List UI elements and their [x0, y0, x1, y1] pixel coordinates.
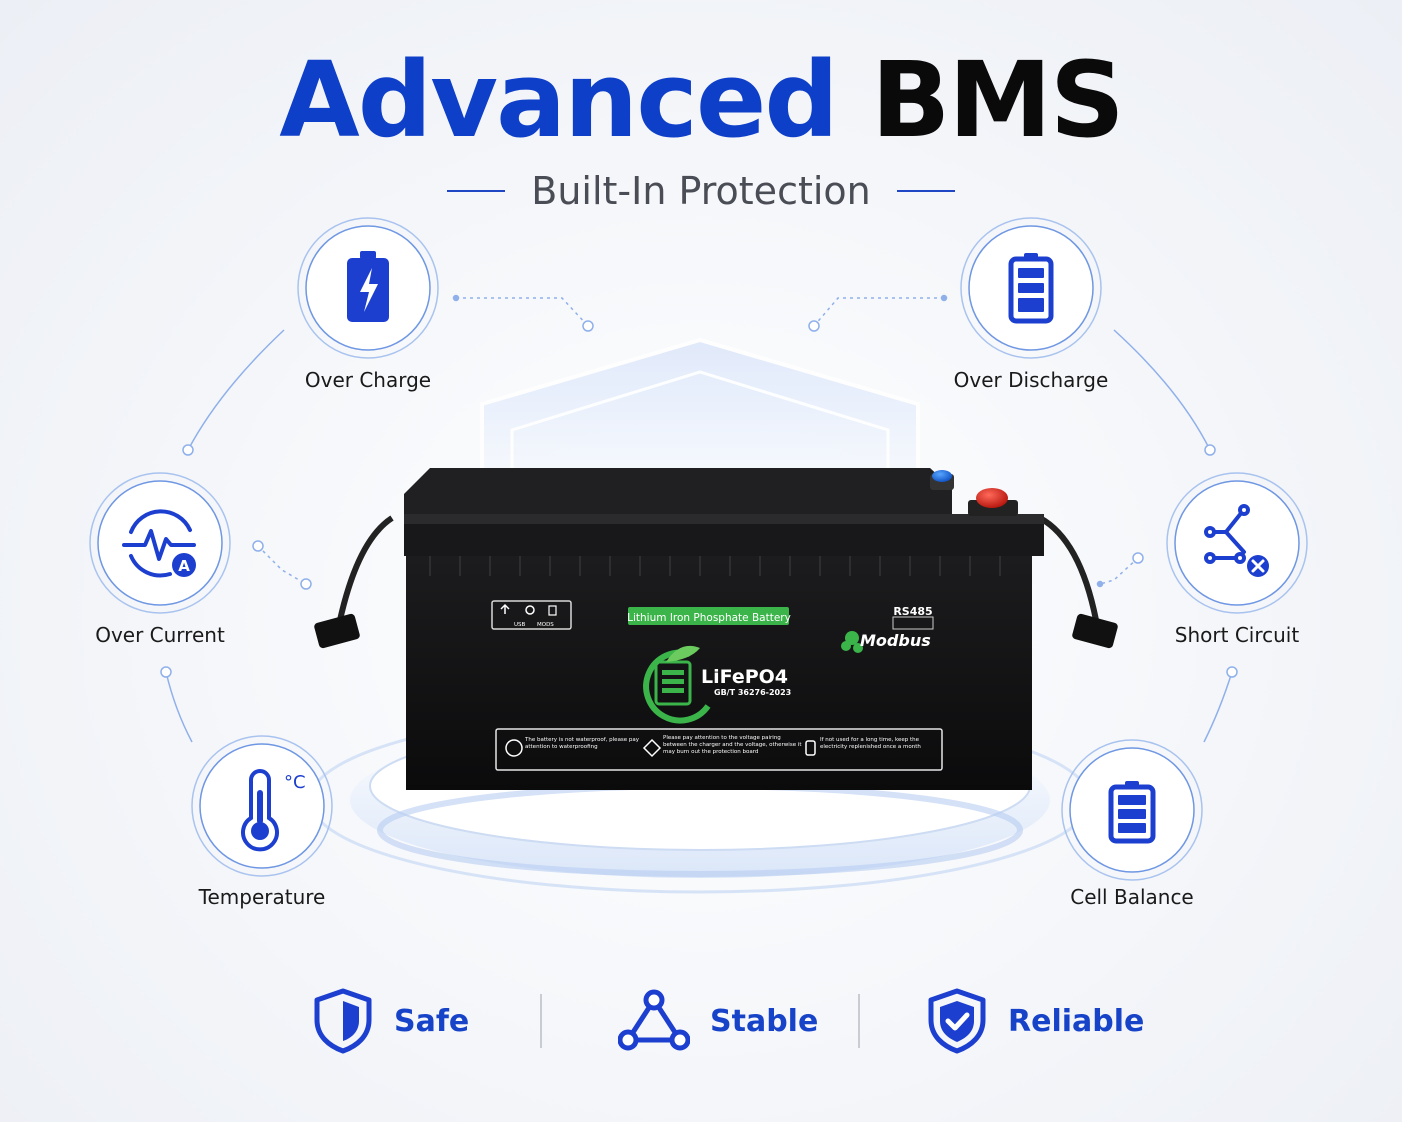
title-bms: BMS [871, 39, 1125, 161]
title-advanced: Advanced [279, 39, 839, 161]
battery-protocol-text: Modbus [860, 631, 931, 650]
triangle-nodes-icon [618, 989, 690, 1051]
battery-brand-text: LiFePO4 [701, 666, 788, 688]
battery-warning-1: The battery is not waterproof, please pa… [525, 737, 639, 750]
battery-port-text: RS485 [893, 605, 932, 618]
feature-label-temperature: Temperature [198, 885, 326, 909]
bottom-label-safe: Safe [394, 1003, 470, 1039]
battery-charge-icon [347, 251, 389, 322]
page-title: Advanced BMS [0, 40, 1402, 160]
thermometer-icon: °C [241, 769, 306, 852]
current-wave-icon: A [122, 509, 196, 578]
battery-standard-text: GB/T 36276-2023 [714, 688, 791, 697]
short-circuit-icon [1204, 504, 1269, 577]
feature-cell-balance-circle [1061, 739, 1203, 881]
bottom-item-safe: Safe [312, 988, 469, 1054]
bottom-item-reliable: Reliable [926, 988, 1144, 1054]
battery-warning-2: Please pay attention to the voltage pair… [663, 735, 802, 755]
feature-label-cell-balance: Cell Balance [1070, 885, 1194, 909]
bottom-divider-1 [540, 994, 542, 1048]
feature-over-charge-circle [297, 217, 439, 359]
subtitle-rule-right [896, 190, 955, 192]
feature-label-over-charge: Over Charge [304, 368, 432, 392]
subtitle: Built-In Protection [531, 169, 871, 213]
modbus-logo [841, 616, 934, 653]
connector-lines [257, 297, 1139, 585]
lifepo4-logo [643, 645, 711, 724]
feature-label-short-circuit: Short Circuit [1174, 623, 1300, 647]
connector-dots [252, 294, 1144, 590]
feature-over-discharge-circle [960, 217, 1102, 359]
battery-type-badge [628, 607, 789, 625]
feature-label-over-discharge: Over Discharge [953, 368, 1109, 392]
battery-panel-mode: MODS [537, 622, 554, 628]
bottom-label-stable: Stable [710, 1003, 819, 1039]
shield-icon [314, 988, 372, 1054]
arc-links [165, 329, 1233, 743]
battery-control-panel [491, 600, 572, 630]
battery-product [314, 468, 1118, 790]
battery-warning-box [495, 728, 943, 771]
battery-warning-3: If not used for a long time, keep the el… [820, 737, 921, 750]
feature-label-over-current: Over Current [95, 623, 225, 647]
battery-type-text: Lithium Iron Phosphate Battery [627, 612, 791, 624]
background-shield [480, 337, 920, 472]
bottom-label-reliable: Reliable [1008, 1003, 1145, 1039]
battery-panel-usb: USB [514, 622, 526, 628]
bottom-item-stable: Stable [618, 988, 818, 1054]
arc-dots [160, 444, 1238, 678]
shield-check-icon [928, 988, 986, 1054]
svg-text:A: A [178, 557, 190, 575]
bottom-divider-2 [858, 994, 860, 1048]
battery-full-icon [1008, 253, 1054, 324]
subtitle-rule-left [447, 190, 506, 192]
svg-text:°C: °C [284, 772, 306, 793]
battery-balance-icon [1108, 781, 1156, 844]
subtitle-row: Built-In Protection [0, 168, 1402, 214]
feature-short-circuit-circle [1166, 472, 1308, 614]
feature-over-current-circle: A [89, 472, 231, 614]
feature-temperature-circle: °C [191, 735, 333, 877]
